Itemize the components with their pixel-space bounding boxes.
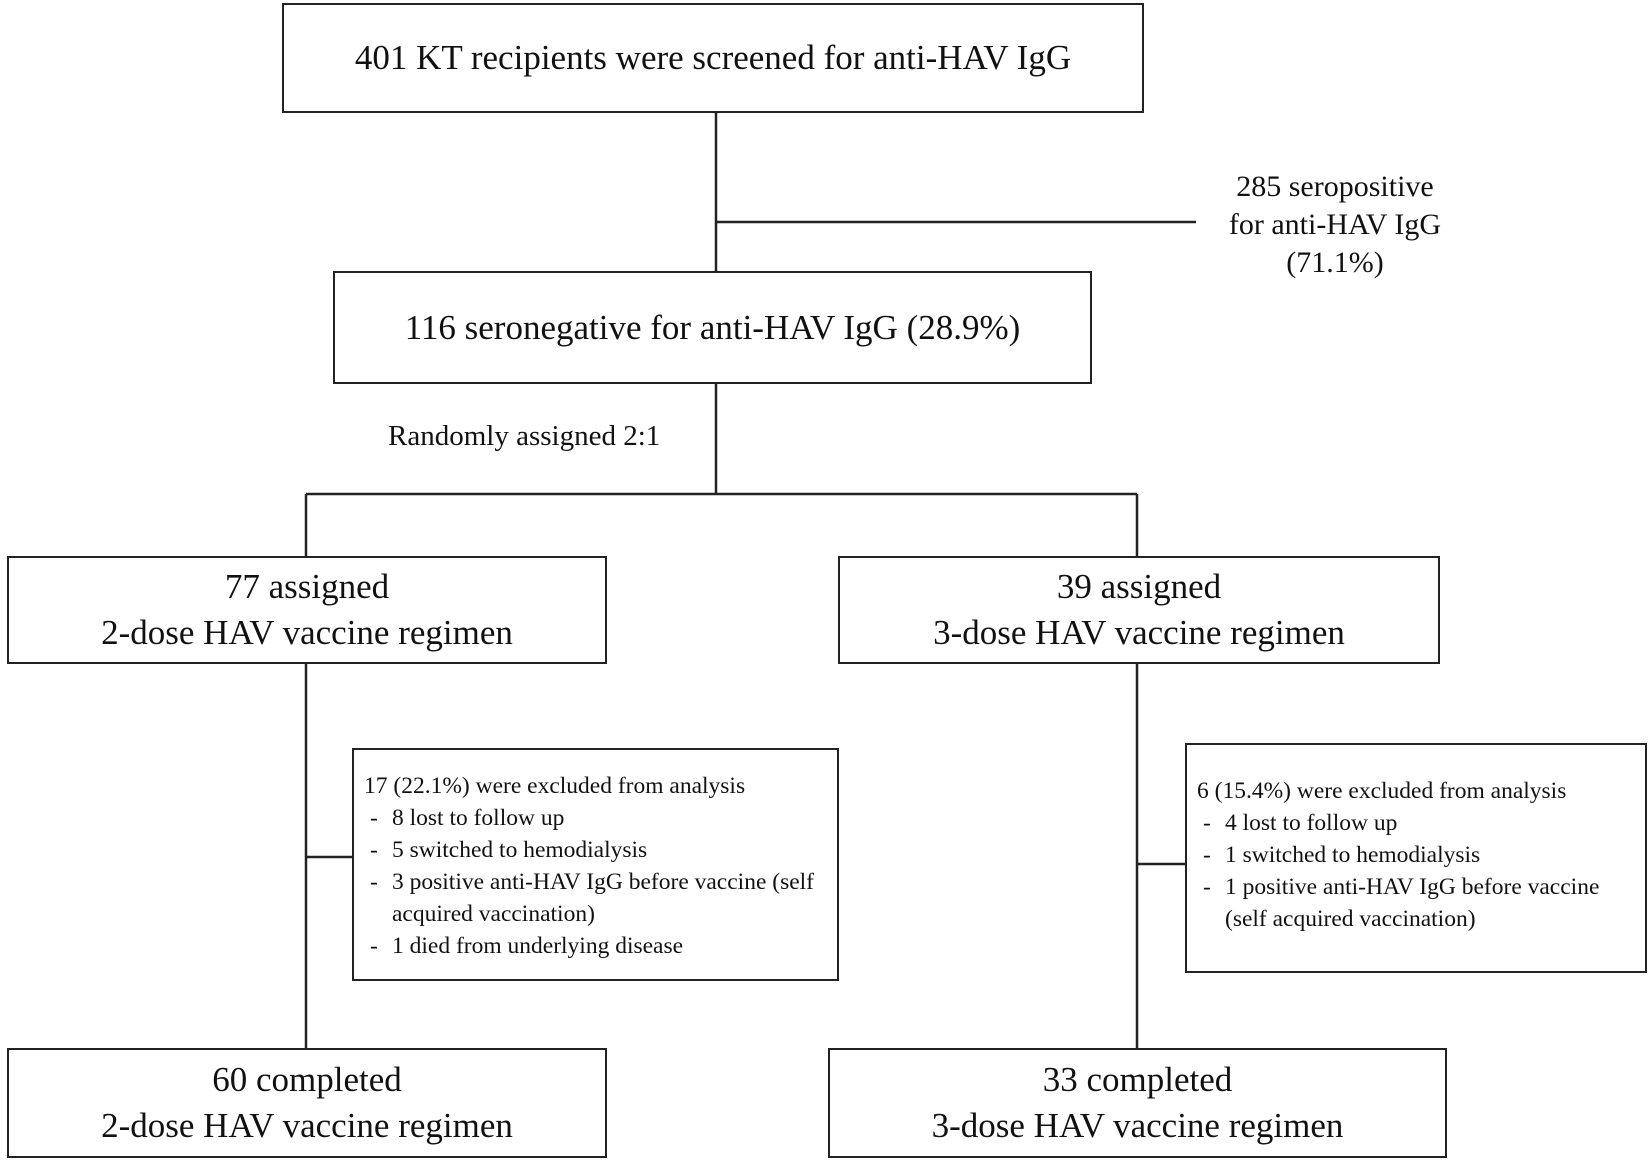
three-dose-assigned-box: 39 assigned 3-dose HAV vaccine regimen	[838, 556, 1440, 664]
three-dose-exclusion-list: 4 lost to follow up 1 switched to hemodi…	[1197, 807, 1635, 935]
two-dose-completed-box: 60 completed 2-dose HAV vaccine regimen	[7, 1048, 607, 1158]
randomization-label: Randomly assigned 2:1	[388, 418, 708, 454]
two-dose-assigned-regimen: 2-dose HAV vaccine regimen	[101, 613, 513, 652]
screening-text: 401 KT recipients were screened for anti…	[354, 38, 1072, 77]
exclusion-item: 1 positive anti-HAV IgG before vaccine (…	[1197, 871, 1635, 935]
three-dose-assigned-count: 39 assigned	[1056, 567, 1222, 606]
screening-box: 401 KT recipients were screened for anti…	[282, 3, 1144, 113]
three-dose-exclusion-box: 6 (15.4%) were excluded from analysis 4 …	[1185, 743, 1647, 973]
randomization-text: Randomly assigned 2:1	[388, 420, 661, 452]
three-dose-assigned-regimen: 3-dose HAV vaccine regimen	[933, 613, 1345, 652]
two-dose-assigned-count: 77 assigned	[224, 567, 390, 606]
seropositive-line1: 285 seropositive	[1236, 170, 1434, 203]
two-dose-exclusion-list: 8 lost to follow up 5 switched to hemodi…	[364, 802, 827, 962]
exclusion-item: 8 lost to follow up	[364, 802, 827, 834]
two-dose-exclusion-heading: 17 (22.1%) were excluded from analysis	[364, 773, 746, 799]
two-dose-completed-count: 60 completed	[212, 1060, 402, 1099]
three-dose-completed-box: 33 completed 3-dose HAV vaccine regimen	[828, 1048, 1447, 1158]
two-dose-exclusion-box: 17 (22.1%) were excluded from analysis 8…	[352, 748, 839, 981]
two-dose-completed-regimen: 2-dose HAV vaccine regimen	[101, 1106, 513, 1145]
three-dose-completed-count: 33 completed	[1042, 1060, 1233, 1099]
three-dose-completed-regimen: 3-dose HAV vaccine regimen	[931, 1106, 1344, 1145]
seropositive-note: 285 seropositive for anti-HAV IgG (71.1%…	[1185, 168, 1485, 282]
exclusion-item: 5 switched to hemodialysis	[364, 834, 827, 866]
seropositive-line3: (71.1%)	[1286, 246, 1384, 279]
exclusion-item: 4 lost to follow up	[1197, 807, 1635, 839]
exclusion-item: 1 switched to hemodialysis	[1197, 839, 1635, 871]
exclusion-item: 1 died from underlying disease	[364, 930, 827, 962]
two-dose-assigned-box: 77 assigned 2-dose HAV vaccine regimen	[7, 556, 607, 664]
seronegative-box: 116 seronegative for anti-HAV IgG (28.9%…	[333, 271, 1092, 384]
exclusion-item: 3 positive anti-HAV IgG before vaccine (…	[364, 866, 827, 930]
seropositive-line2: for anti-HAV IgG	[1228, 208, 1442, 241]
seronegative-text: 116 seronegative for anti-HAV IgG (28.9%…	[404, 307, 1021, 347]
three-dose-exclusion-heading: 6 (15.4%) were excluded from analysis	[1197, 778, 1567, 804]
